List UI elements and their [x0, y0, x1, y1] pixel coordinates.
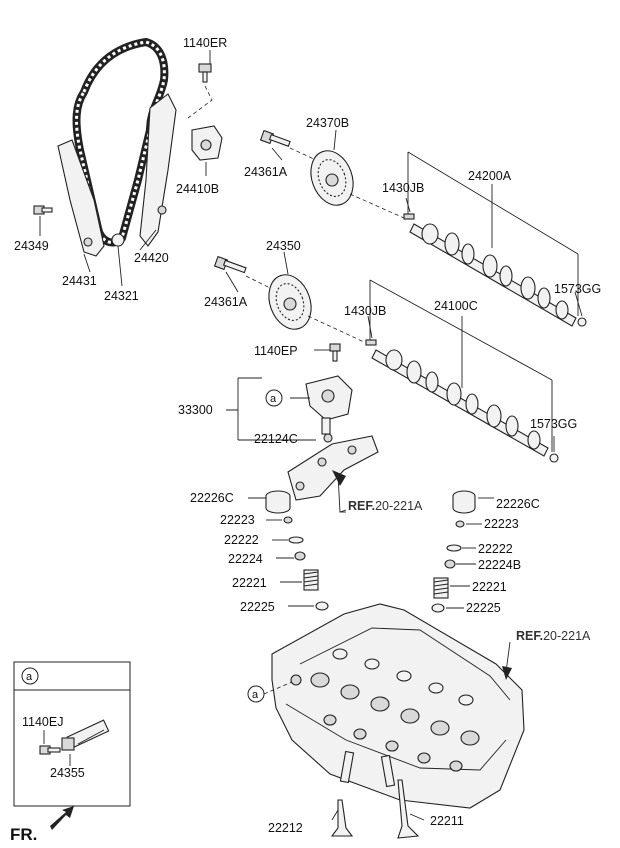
part-22124C	[323, 433, 333, 443]
front-label: FR.	[10, 825, 37, 844]
label-22221-left: 22221	[232, 576, 267, 590]
label-22225-right: 22225	[466, 601, 501, 615]
seat-22224B-right	[444, 559, 456, 569]
label-1573GG-lower: 1573GG	[530, 417, 577, 431]
cotter-22223-right	[455, 520, 465, 528]
label-22211: 22211	[430, 814, 464, 828]
label-1140EJ: 1140EJ	[22, 715, 63, 729]
label-24370B: 24370B	[306, 116, 349, 130]
label-24420: 24420	[134, 251, 169, 265]
label-22223-right: 22223	[484, 517, 519, 531]
cvvt-sprocket-24350	[268, 274, 312, 330]
valve-guide-right	[380, 754, 396, 788]
label-1140EP: 1140EP	[254, 344, 298, 358]
label-22226C-left: 22226C	[190, 491, 234, 505]
hydraulic-tensioner	[191, 125, 223, 161]
label-33300: 33300	[178, 403, 213, 417]
label-24350: 24350	[266, 239, 301, 253]
seal-22225-left	[315, 601, 329, 611]
label-24431: 24431	[62, 274, 97, 288]
label-1140ER: 1140ER	[183, 36, 227, 50]
chain-tensioner-arm	[57, 139, 105, 257]
valve-guide-left	[339, 750, 355, 784]
seal-1573GG-upper	[577, 317, 587, 327]
bolt-24361A-lower	[213, 255, 247, 274]
label-22225-left: 22225	[240, 600, 275, 614]
label-24361A-upper: 24361A	[244, 165, 288, 179]
label-22212: 22212	[268, 821, 303, 835]
label-1430JB-upper: 1430JB	[382, 181, 424, 195]
intake-camshaft-24100C	[371, 349, 549, 457]
label-24321: 24321	[104, 289, 139, 303]
cam-carrier-front	[287, 435, 379, 501]
seal-1573GG-lower	[549, 453, 559, 463]
label-24355: 24355	[50, 766, 85, 780]
bolt-1140EP	[329, 343, 341, 362]
ref-number-upper[interactable]: 20-221A	[375, 499, 423, 513]
exhaust-valve-22211	[397, 779, 420, 839]
ref-prefix-upper[interactable]: REF.	[348, 499, 375, 513]
crank-sprocket	[111, 233, 125, 247]
marker-a-head-text: a	[252, 689, 259, 701]
cotter-22223-left	[283, 516, 293, 524]
label-22221-right: 22221	[472, 580, 507, 594]
tappet-22226C-right	[452, 490, 476, 514]
label-22226C-right: 22226C	[496, 497, 540, 511]
seat-22224-left	[294, 551, 306, 561]
label-24410B: 24410B	[176, 182, 219, 196]
label-22222-right: 22222	[478, 542, 513, 556]
bolt-1140ER	[198, 63, 212, 83]
ref-label-head[interactable]: REF.20-221A	[516, 629, 591, 643]
label-22223-left: 22223	[220, 513, 255, 527]
ref-prefix-head[interactable]: REF.	[516, 629, 543, 643]
spring-22221-left	[303, 569, 319, 591]
marker-a-ocv	[265, 389, 283, 407]
bolt-24349	[33, 205, 53, 215]
retainer-22222-right	[446, 544, 462, 552]
marker-a-inset-text: a	[26, 671, 33, 683]
cylinder-head	[271, 603, 525, 809]
marker-a-ocv-text: a	[270, 393, 277, 405]
label-24100C: 24100C	[434, 299, 478, 313]
spring-22221-right	[433, 577, 449, 599]
label-24361A-lower: 24361A	[204, 295, 248, 309]
ref-number-head[interactable]: 20-221A	[543, 629, 591, 643]
tappet-22226C-left	[265, 490, 291, 514]
oil-control-valve-33300	[305, 375, 353, 435]
label-22224B: 22224B	[478, 558, 521, 572]
label-24349: 24349	[14, 239, 49, 253]
retainer-22222-left	[288, 536, 304, 544]
front-arrow-icon	[50, 806, 74, 830]
ref-label-upper[interactable]: REF.20-221A	[348, 499, 423, 513]
pin-1430JB-upper	[403, 213, 415, 220]
seal-22225-right	[431, 603, 445, 613]
label-22124C: 22124C	[254, 432, 298, 446]
pin-1430JB-lower	[365, 339, 377, 346]
inset-detail-a	[13, 661, 131, 807]
label-22224: 22224	[228, 552, 263, 566]
label-1430JB-lower: 1430JB	[344, 304, 386, 318]
cvvt-sprocket-24370B	[310, 150, 354, 206]
bolt-24361A-upper	[259, 129, 291, 147]
exhaust-camshaft-24200A	[409, 223, 577, 327]
intake-valve-22212	[330, 799, 354, 837]
chain-guide	[139, 93, 177, 247]
label-1573GG-upper: 1573GG	[554, 282, 601, 296]
label-22222-left: 22222	[224, 533, 259, 547]
label-24200A: 24200A	[468, 169, 512, 183]
